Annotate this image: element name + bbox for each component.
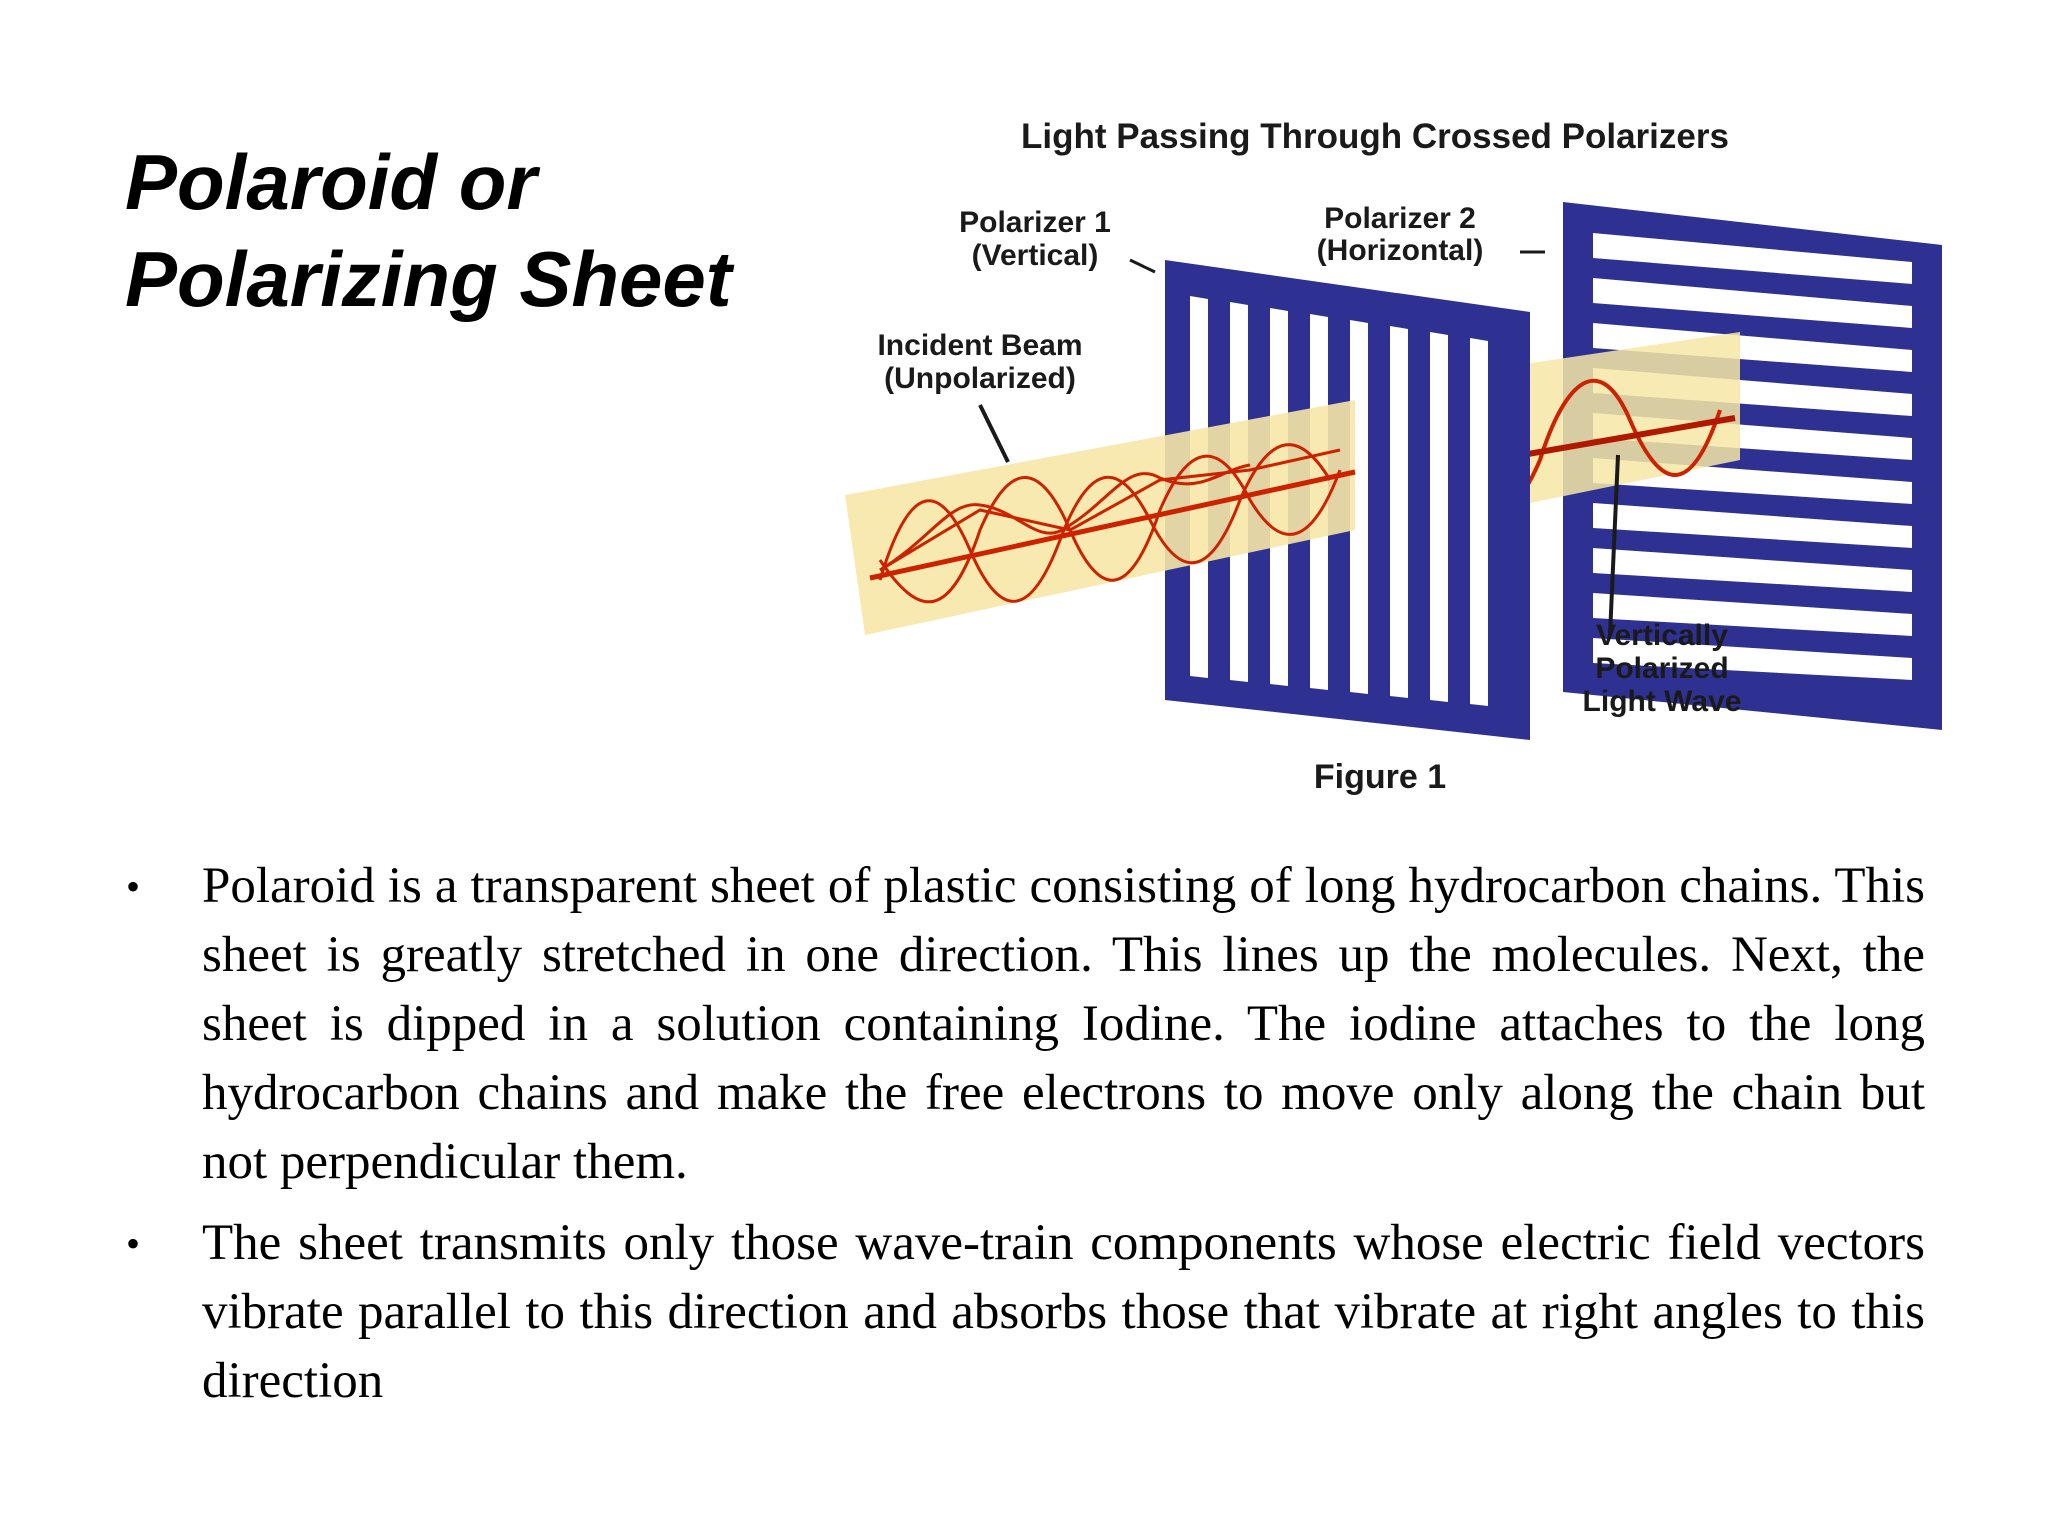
bullet-marker: •	[126, 1221, 141, 1266]
incident-beam-axis	[869, 469, 1356, 581]
vertical-wave-label-1: Vertically	[1596, 619, 1728, 652]
bullet-item: • The sheet transmits only those wave-tr…	[110, 1209, 1925, 1416]
vertical-wave-label-3: Light Wave	[1583, 685, 1742, 718]
bullet-list: • Polaroid is a transparent sheet of pla…	[110, 852, 1925, 1428]
slide-title-line-1: Polaroid or	[125, 138, 537, 226]
polarizer-2-sublabel: (Horizontal)	[1317, 234, 1484, 267]
slide-title-line-2: Polarizing Sheet	[125, 235, 732, 323]
polarizer-2-label: Polarizer 2	[1324, 202, 1476, 235]
slide-title: Polaroid or Polarizing Sheet	[125, 134, 732, 328]
incident-beam-pointer	[978, 404, 1010, 463]
bullet-text: The sheet transmits only those wave-trai…	[202, 1215, 1925, 1409]
incident-beam-label: Incident Beam	[877, 329, 1082, 362]
bullet-item: • Polaroid is a transparent sheet of pla…	[110, 852, 1925, 1197]
polarizer-1-sublabel: (Vertical)	[972, 239, 1099, 272]
crossed-polarizers-figure: Light Passing Through Crossed Polarizers	[830, 100, 1960, 820]
figure-caption: Figure 1	[1314, 758, 1446, 796]
figure-title: Light Passing Through Crossed Polarizers	[1021, 117, 1729, 156]
polarizer-1-label: Polarizer 1	[959, 206, 1111, 239]
polarizer-1-pointer	[1129, 258, 1156, 274]
bullet-text: Polaroid is a transparent sheet of plast…	[202, 858, 1925, 1190]
vertical-wave-label-2: Polarized	[1595, 652, 1728, 685]
incident-beam-sublabel: (Unpolarized)	[884, 362, 1076, 395]
vertical-wave-pointer	[1608, 454, 1620, 636]
unpolarized-wave-bundle	[878, 443, 1342, 604]
polarizer-diagram: Light Passing Through Crossed Polarizers	[845, 117, 1942, 796]
incident-beam	[845, 400, 1355, 635]
bullet-marker: •	[126, 864, 141, 909]
